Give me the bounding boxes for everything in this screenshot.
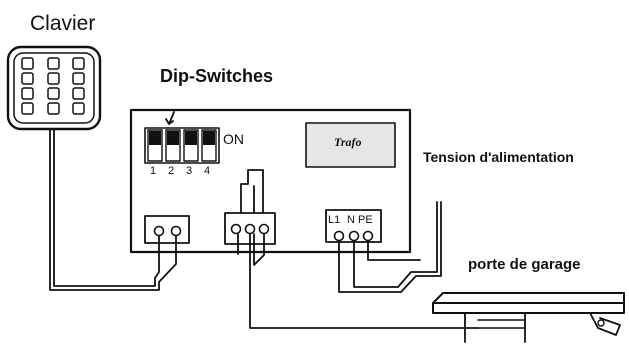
- dip-number-3: 3: [186, 165, 193, 177]
- transformer: [305, 122, 396, 168]
- keypad-face: [13, 52, 95, 124]
- keypad-cable: [49, 128, 177, 291]
- dip-pointer-icon: [165, 111, 175, 125]
- keypad-label: Clavier: [30, 12, 96, 35]
- controller-box: [129, 108, 412, 254]
- dip-switches-label: Dip-Switches: [160, 66, 274, 86]
- dip-on-label: ON: [223, 131, 244, 147]
- jumper-wire: [240, 169, 264, 214]
- terminal-label-l1: L1: [328, 214, 341, 226]
- dip-number-2: 2: [168, 165, 175, 177]
- dip-switch-block: [144, 127, 220, 164]
- transformer-label: Trafo: [334, 135, 362, 149]
- garage-door-label: porte de garage: [468, 256, 581, 273]
- terminal-label-pe: PE: [358, 214, 373, 226]
- keypad-keys: [21, 57, 85, 115]
- terminal-label-n: N: [347, 214, 355, 226]
- keypad-terminal-block: [144, 215, 190, 244]
- garage-door-operator: [432, 292, 625, 343]
- dip-number-1: 1: [150, 165, 157, 177]
- motor-cable: [237, 233, 479, 329]
- mains-cable: [338, 201, 442, 293]
- supply-voltage-label: Tension d'alimentation: [423, 149, 574, 165]
- dip-number-4: 4: [204, 165, 211, 177]
